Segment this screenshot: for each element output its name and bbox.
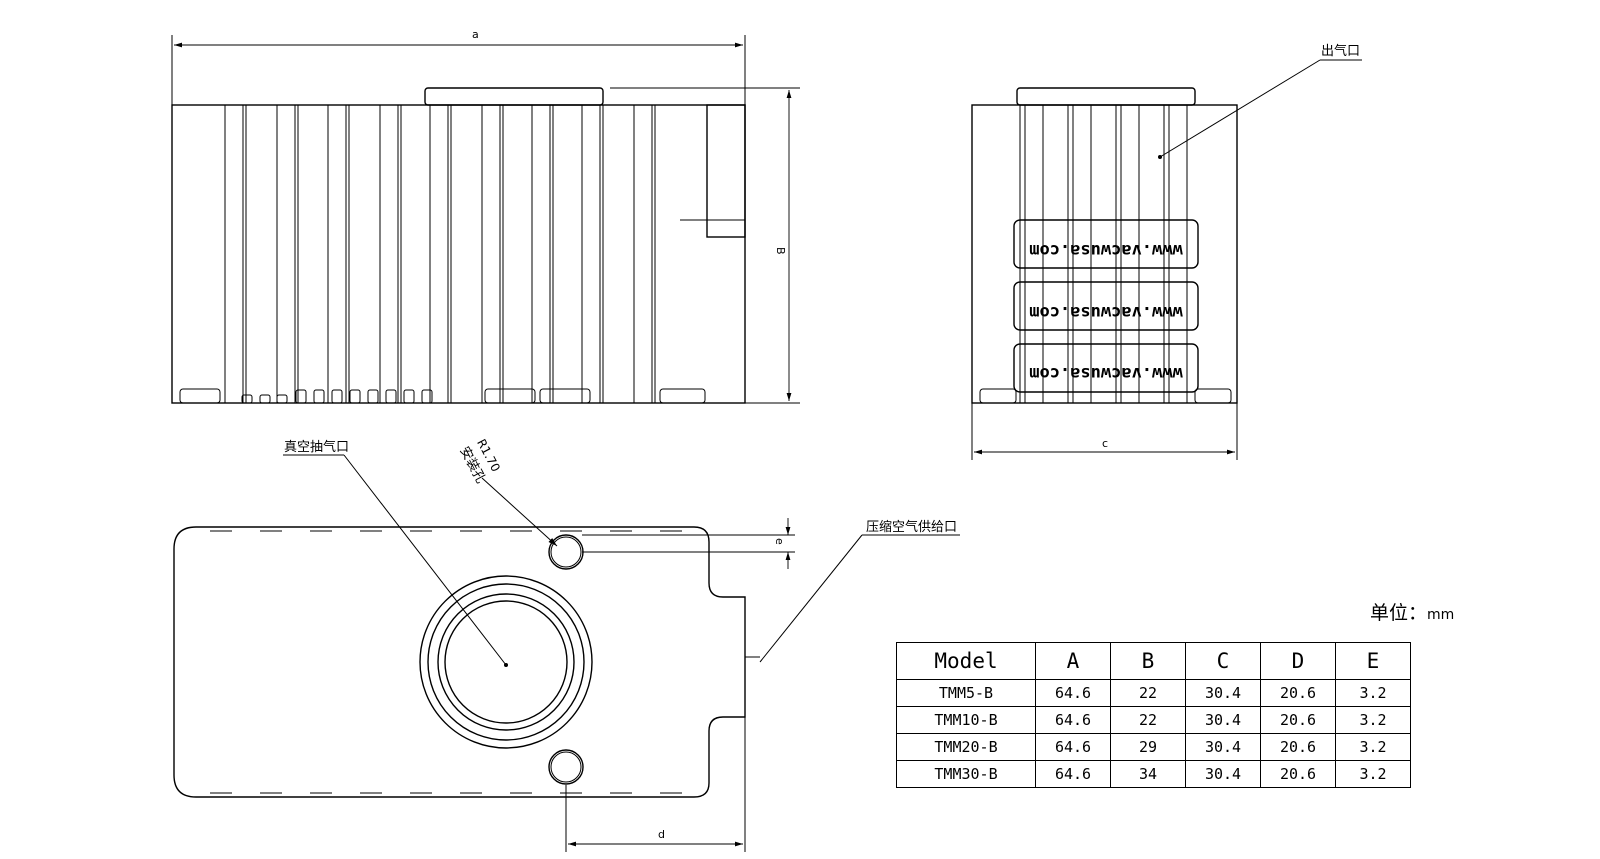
cell-e: 3.2: [1335, 733, 1411, 761]
header-e: E: [1335, 642, 1411, 680]
spec-table: Model A B C D E TMM5-B 64.6 22 30.4 20.6…: [896, 642, 1411, 788]
cell-e: 3.2: [1335, 760, 1411, 788]
header-c: C: [1185, 642, 1261, 680]
cell-c: 30.4: [1185, 679, 1261, 707]
dimension-e-label: e: [773, 538, 786, 545]
header-b: B: [1110, 642, 1186, 680]
cell-a: 64.6: [1035, 733, 1111, 761]
cell-d: 20.6: [1260, 679, 1336, 707]
table-header-row: Model A B C D E: [896, 642, 1411, 680]
cell-model: TMM10-B: [896, 706, 1036, 734]
cell-model: TMM20-B: [896, 733, 1036, 761]
dimension-b-label: B: [774, 247, 787, 255]
dimension-d-label: d: [658, 828, 665, 841]
brand-text-band-3: www.vacwusa.com: [1029, 363, 1183, 383]
header-a: A: [1035, 642, 1111, 680]
cell-b: 22: [1110, 679, 1186, 707]
cell-b: 34: [1110, 760, 1186, 788]
vacuum-port-label: 真空抽气口: [284, 439, 349, 455]
cell-c: 30.4: [1185, 760, 1261, 788]
cell-c: 30.4: [1185, 706, 1261, 734]
front-view: a B: [171, 28, 800, 404]
cell-a: 64.6: [1035, 760, 1111, 788]
cell-e: 3.2: [1335, 679, 1411, 707]
cell-e: 3.2: [1335, 706, 1411, 734]
unit-prefix: 单位：: [1370, 602, 1428, 624]
cell-d: 20.6: [1260, 760, 1336, 788]
cell-a: 64.6: [1035, 679, 1111, 707]
side-view: www.vacwusa.com www.vacwusa.com www.vacw…: [971, 43, 1362, 460]
cell-model: TMM30-B: [896, 760, 1036, 788]
brand-text-band-1: www.vacwusa.com: [1029, 240, 1183, 260]
cell-d: 20.6: [1260, 706, 1336, 734]
header-model: Model: [896, 642, 1036, 680]
top-view: 真空抽气口 R1.70 安装孔 压缩空气供给口 e d: [173, 437, 960, 852]
cell-b: 22: [1110, 706, 1186, 734]
cell-d: 20.6: [1260, 733, 1336, 761]
cell-b: 29: [1110, 733, 1186, 761]
table-row: TMM5-B 64.6 22 30.4 20.6 3.2: [896, 679, 1411, 707]
unit-label: 单位：mm: [1370, 598, 1454, 625]
table-row: TMM20-B 64.6 29 30.4 20.6 3.2: [896, 733, 1411, 761]
cell-c: 30.4: [1185, 733, 1261, 761]
supply-port-label: 压缩空气供给口: [866, 519, 957, 535]
outlet-label: 出气口: [1321, 43, 1360, 59]
table-row: TMM10-B 64.6 22 30.4 20.6 3.2: [896, 706, 1411, 734]
cell-a: 64.6: [1035, 706, 1111, 734]
header-d: D: [1260, 642, 1336, 680]
dimension-a-label: a: [472, 28, 479, 41]
cell-model: TMM5-B: [896, 679, 1036, 707]
brand-text-band-2: www.vacwusa.com: [1029, 302, 1183, 322]
dimension-c-label: c: [1102, 437, 1108, 450]
unit-value: mm: [1427, 607, 1455, 623]
table-row: TMM30-B 64.6 34 30.4 20.6 3.2: [896, 760, 1411, 788]
